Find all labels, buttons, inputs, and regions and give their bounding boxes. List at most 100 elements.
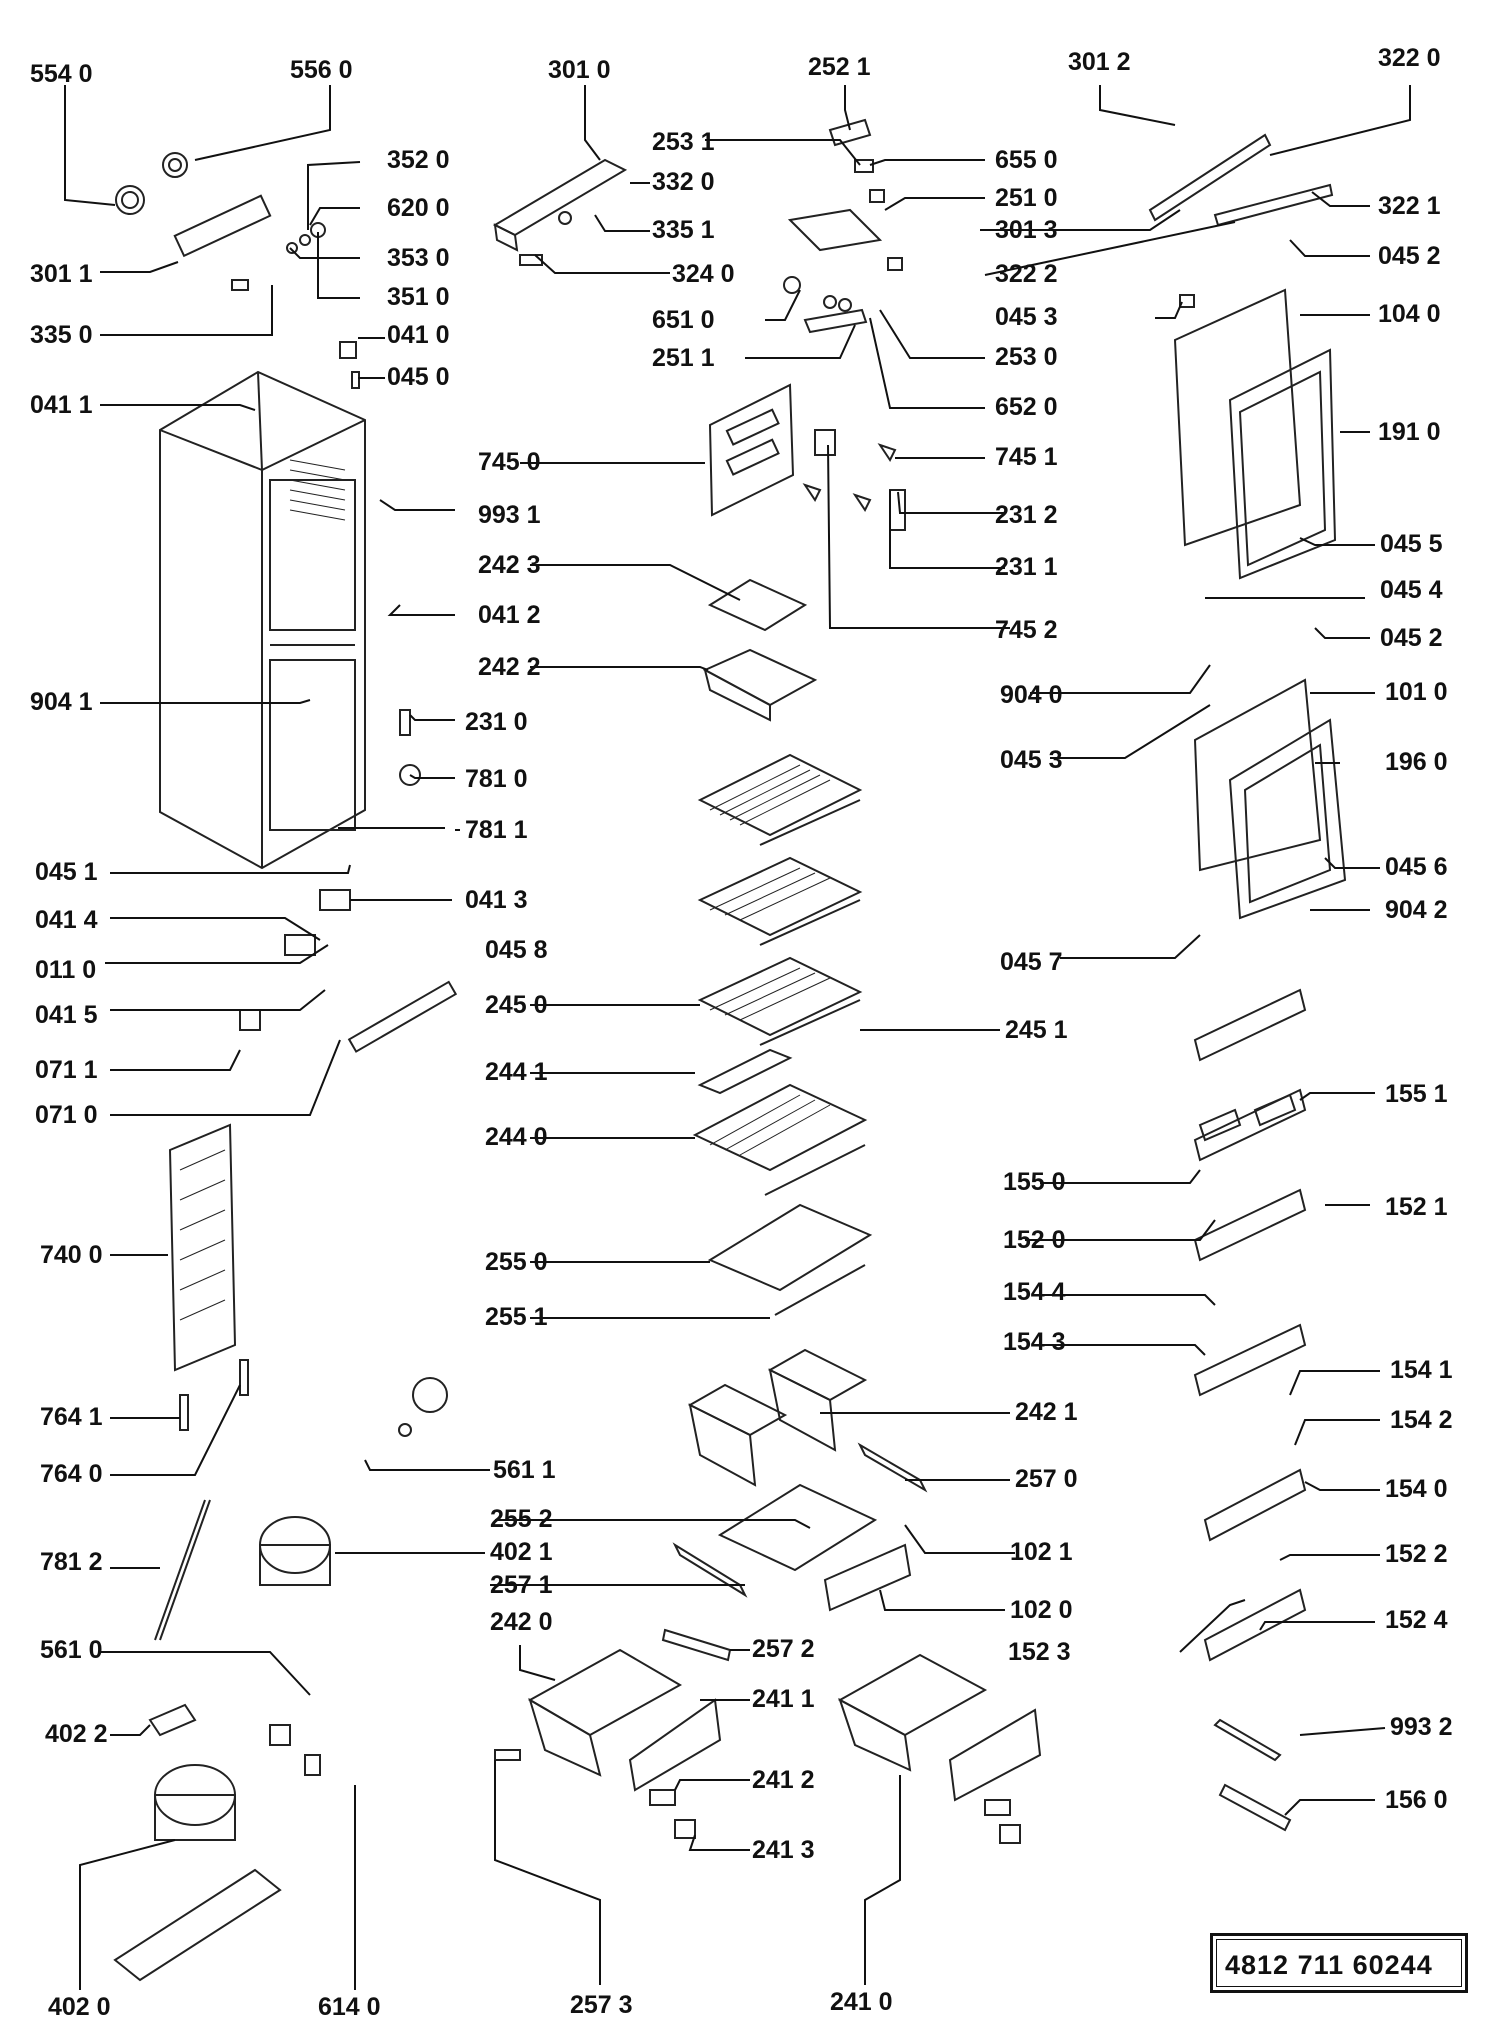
label-231-2: 231 2 — [995, 501, 1058, 529]
label-245-1: 245 1 — [1005, 1016, 1068, 1044]
label-353-0: 353 0 — [387, 244, 450, 272]
label-045-1: 045 1 — [35, 858, 98, 886]
label-242-2: 242 2 — [478, 653, 541, 681]
label-154-3: 154 3 — [1003, 1328, 1066, 1356]
label-255-1: 255 1 — [485, 1303, 548, 1331]
label-554-0: 554 0 — [30, 60, 93, 88]
label-301-1: 301 1 — [30, 260, 93, 288]
document-number-box — [1210, 1933, 1468, 1993]
label-045-3-top: 045 3 — [995, 303, 1058, 331]
label-740-0: 740 0 — [40, 1241, 103, 1269]
label-242-3: 242 3 — [478, 551, 541, 579]
label-352-0: 352 0 — [387, 146, 450, 174]
label-335-1: 335 1 — [652, 216, 715, 244]
condenser — [154, 1123, 249, 1641]
label-781-2: 781 2 — [40, 1548, 103, 1576]
label-257-1: 257 1 — [490, 1571, 553, 1599]
label-764-0: 764 0 — [40, 1460, 103, 1488]
label-045-2-mid: 045 2 — [1380, 624, 1443, 652]
label-351-0: 351 0 — [387, 283, 450, 311]
label-402-2: 402 2 — [45, 1720, 108, 1748]
label-045-2-top: 045 2 — [1378, 242, 1441, 270]
label-231-1: 231 1 — [995, 553, 1058, 581]
cabinet-drawing — [159, 370, 366, 870]
label-402-0: 402 0 — [48, 1993, 111, 2021]
label-045-5: 045 5 — [1380, 530, 1443, 558]
label-322-0: 322 0 — [1378, 44, 1441, 72]
evaporator-plate — [708, 383, 906, 531]
label-041-1: 041 1 — [30, 391, 93, 419]
compressor — [113, 1377, 448, 1982]
shelves-and-trays — [494, 578, 1042, 1844]
fridge-door — [1193, 678, 1347, 920]
label-041-3: 041 3 — [465, 886, 528, 914]
document-number: 4812 711 60244 — [1225, 1950, 1433, 1980]
label-251-1: 251 1 — [652, 344, 715, 372]
label-620-0: 620 0 — [387, 194, 450, 222]
label-241-1: 241 1 — [752, 1685, 815, 1713]
label-154-1: 154 1 — [1390, 1356, 1453, 1384]
label-904-1: 904 1 — [30, 688, 93, 716]
label-045-6: 045 6 — [1385, 853, 1448, 881]
label-045-0: 045 0 — [387, 363, 450, 391]
label-301-0: 301 0 — [548, 56, 611, 84]
label-071-0: 071 0 — [35, 1101, 98, 1129]
label-244-0: 244 0 — [485, 1123, 548, 1151]
label-152-2: 152 2 — [1385, 1540, 1448, 1568]
label-241-3: 241 3 — [752, 1836, 815, 1864]
label-154-2: 154 2 — [1390, 1406, 1453, 1434]
label-904-0: 904 0 — [1000, 681, 1063, 709]
label-993-1: 993 1 — [478, 501, 541, 529]
label-045-3-mid: 045 3 — [1000, 746, 1063, 774]
label-041-0: 041 0 — [387, 321, 450, 349]
label-904-2: 904 2 — [1385, 896, 1448, 924]
label-252-1: 252 1 — [808, 53, 871, 81]
label-152-3: 152 3 — [1008, 1638, 1071, 1666]
label-101-0: 101 0 — [1385, 678, 1448, 706]
label-652-0: 652 0 — [995, 393, 1058, 421]
label-764-1: 764 1 — [40, 1403, 103, 1431]
label-322-1: 322 1 — [1378, 192, 1441, 220]
top-panel-parts — [492, 158, 628, 266]
label-102-1: 102 1 — [1010, 1538, 1073, 1566]
label-402-1: 402 1 — [490, 1538, 553, 1566]
label-152-1: 152 1 — [1385, 1193, 1448, 1221]
label-301-2: 301 2 — [1068, 48, 1131, 76]
label-614-0: 614 0 — [318, 1993, 381, 2021]
label-156-0: 156 0 — [1385, 1786, 1448, 1814]
label-152-4: 152 4 — [1385, 1606, 1448, 1634]
label-745-0: 745 0 — [478, 448, 541, 476]
label-241-0: 241 0 — [830, 1988, 893, 2016]
label-781-0: 781 0 — [465, 765, 528, 793]
label-071-1: 071 1 — [35, 1056, 98, 1084]
label-196-0: 196 0 — [1385, 748, 1448, 776]
label-245-0: 245 0 — [485, 991, 548, 1019]
label-561-0: 561 0 — [40, 1636, 103, 1664]
label-231-0: 231 0 — [465, 708, 528, 736]
label-255-0: 255 0 — [485, 1248, 548, 1276]
label-041-4: 041 4 — [35, 906, 98, 934]
freezer-door — [1148, 133, 1337, 580]
label-655-0: 655 0 — [995, 146, 1058, 174]
label-191-0: 191 0 — [1378, 418, 1441, 446]
label-152-0: 152 0 — [1003, 1226, 1066, 1254]
label-251-0: 251 0 — [995, 184, 1058, 212]
label-745-2: 745 2 — [995, 616, 1058, 644]
door-shelves — [1193, 988, 1307, 1832]
label-322-2: 322 2 — [995, 260, 1058, 288]
label-561-1: 561 1 — [493, 1456, 556, 1484]
label-104-0: 104 0 — [1378, 300, 1441, 328]
label-651-0: 651 0 — [652, 306, 715, 334]
label-155-0: 155 0 — [1003, 1168, 1066, 1196]
label-154-4: 154 4 — [1003, 1278, 1066, 1306]
label-324-0: 324 0 — [672, 260, 735, 288]
label-045-7: 045 7 — [1000, 948, 1063, 976]
label-335-0: 335 0 — [30, 321, 93, 349]
label-556-0: 556 0 — [290, 56, 353, 84]
label-745-1: 745 1 — [995, 443, 1058, 471]
label-301-3: 301 3 — [995, 216, 1058, 244]
label-045-8: 045 8 — [485, 936, 548, 964]
label-154-0: 154 0 — [1385, 1475, 1448, 1503]
label-041-5: 041 5 — [35, 1001, 98, 1029]
